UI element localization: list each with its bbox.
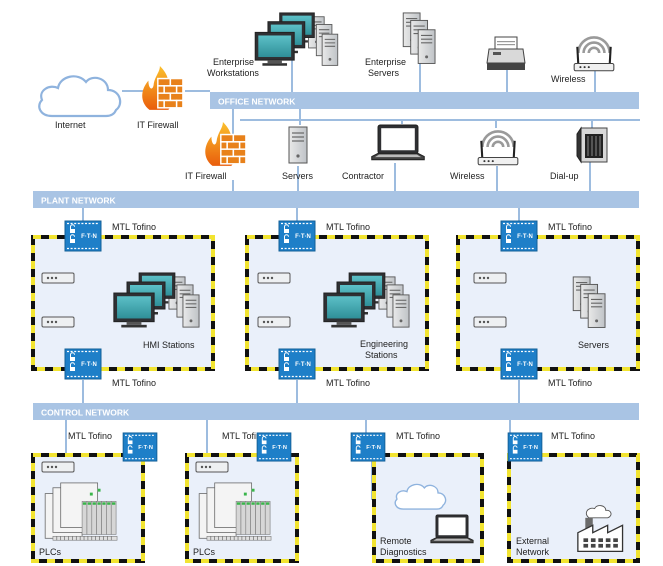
it-firewall-top-label: IT Firewall	[137, 120, 178, 130]
office-network-bar	[210, 92, 639, 109]
zone-external-network: External Network	[507, 453, 640, 563]
external-label-1: External	[516, 536, 549, 546]
it-firewall-mid-label: IT Firewall	[185, 171, 226, 181]
switch-icon	[257, 316, 291, 328]
tofino-device-icon	[278, 348, 316, 380]
wireless-top-label: Wireless	[551, 74, 586, 84]
tofino-label: MTL Tofino	[222, 431, 266, 441]
printer-icon	[486, 36, 526, 71]
switch-icon	[41, 461, 75, 473]
tofino-label: MTL Tofino	[68, 431, 112, 441]
tofino-label: MTL Tofino	[551, 431, 595, 441]
zone-remote-diagnostics: Remote Diagnostics	[372, 453, 484, 563]
switch-icon	[473, 272, 507, 284]
tofino-device-icon	[256, 432, 292, 462]
wireless-icon-mid	[476, 130, 520, 167]
enterprise-workstations-label-1: Enterprise	[213, 57, 254, 67]
internet-label: Internet	[55, 120, 86, 130]
server-icon-mid	[288, 126, 308, 164]
zone-engineering: Engineering Stations	[245, 235, 429, 371]
engineering-label-1: Engineering	[360, 339, 408, 349]
contractor-label: Contractor	[342, 171, 384, 181]
enterprise-servers-icon	[403, 13, 435, 64]
switch-icon	[41, 272, 75, 284]
tofino-label: MTL Tofino	[396, 431, 440, 441]
tofino-label: MTL Tofino	[548, 222, 592, 232]
enterprise-workstations-icon	[255, 13, 338, 66]
tofino-label: MTL Tofino	[326, 378, 370, 388]
internet-cloud-icon	[38, 75, 122, 118]
tofino-device-icon	[64, 348, 102, 380]
firewall-icon-top	[141, 66, 184, 111]
tofino-device-icon	[500, 220, 538, 252]
wireless-mid-label: Wireless	[450, 171, 485, 181]
plcs-label-2: PLCs	[193, 547, 216, 557]
plcs-label-1: PLCs	[39, 547, 62, 557]
firewall-icon-mid	[204, 122, 247, 167]
hmi-stations-label: HMI Stations	[143, 340, 195, 350]
switch-icon	[195, 461, 229, 473]
external-label-2: Network	[516, 547, 550, 557]
tofino-device-icon	[350, 432, 386, 462]
tofino-device-icon	[64, 220, 102, 252]
tofino-device-icon	[507, 432, 543, 462]
control-network-bar	[33, 403, 639, 420]
dialup-label: Dial-up	[550, 171, 579, 181]
zone-servers: Servers	[456, 235, 640, 371]
remote-label-1: Remote	[380, 536, 412, 546]
switch-icon	[257, 272, 291, 284]
contractor-laptop-icon	[371, 124, 425, 161]
remote-laptop-icon	[430, 514, 474, 544]
tofino-device-icon	[122, 432, 158, 462]
switch-icon	[41, 316, 75, 328]
servers-mid-label: Servers	[282, 171, 314, 181]
tofino-label: MTL Tofino	[548, 378, 592, 388]
enterprise-servers-label-1: Enterprise	[365, 57, 406, 67]
tofino-device-icon	[278, 220, 316, 252]
zone-plcs-1: PLCs	[31, 453, 145, 563]
zone-plcs-2: PLCs	[185, 453, 299, 563]
dialup-modem-icon	[576, 127, 608, 163]
zone-servers-label: Servers	[578, 340, 610, 350]
control-network-label: CONTROL NETWORK	[41, 408, 130, 418]
zone-hmi: HMI Stations	[31, 235, 215, 371]
remote-label-2: Diagnostics	[380, 547, 427, 557]
enterprise-servers-label-2: Servers	[368, 68, 400, 78]
tofino-label: MTL Tofino	[112, 222, 156, 232]
plant-network-bar	[33, 191, 639, 208]
tofino-label: MTL Tofino	[112, 378, 156, 388]
office-network-label: OFFICE NETWORK	[218, 97, 296, 107]
engineering-label-2: Stations	[365, 350, 398, 360]
plant-network-label: PLANT NETWORK	[41, 196, 116, 206]
wireless-icon-top	[572, 36, 616, 73]
enterprise-workstations-label-2: Workstations	[207, 68, 259, 78]
tofino-device-icon	[500, 348, 538, 380]
switch-icon	[473, 316, 507, 328]
tofino-label: MTL Tofino	[326, 222, 370, 232]
